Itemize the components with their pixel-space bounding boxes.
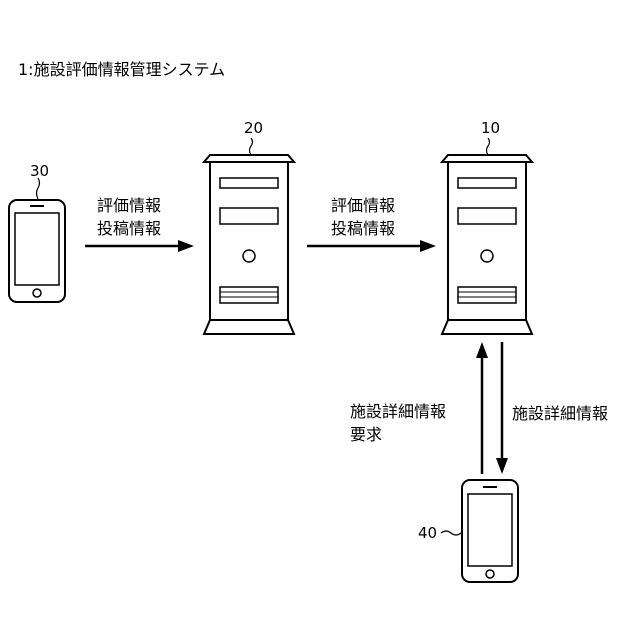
server-10-drive-2	[458, 208, 516, 224]
server-10-top	[442, 155, 532, 162]
server-20-vent	[220, 287, 278, 303]
label-10-40: 施設詳細情報	[512, 403, 608, 425]
server-20-top	[204, 155, 294, 162]
arrow-30-to-20-head	[178, 240, 194, 252]
label-40-10-line-2: 要求	[350, 424, 382, 446]
server-20	[204, 155, 294, 334]
server-20-drive-1	[220, 178, 278, 188]
leader-line-20	[250, 138, 253, 155]
ref-40: 40	[418, 524, 437, 542]
leader-line-30	[37, 178, 40, 199]
arrow-20-to-10-head	[420, 240, 436, 252]
server-10-vent	[458, 287, 516, 303]
ref-20: 20	[244, 119, 263, 137]
label-20-10-line-1: 評価情報	[331, 195, 395, 217]
server-10-power-button	[481, 250, 493, 262]
leader-line-40	[441, 531, 461, 535]
smartphone-30	[9, 200, 65, 302]
server-20-drive-2	[220, 208, 278, 224]
label-20-10-line-2: 投稿情報	[331, 218, 395, 240]
ref-10: 10	[481, 119, 500, 137]
label-30-20-line-1: 評価情報	[97, 195, 161, 217]
smartphone-home-button	[33, 289, 41, 297]
server-20-base	[204, 320, 294, 334]
arrow-10-to-40-head	[496, 458, 508, 474]
smartphone-40	[462, 480, 518, 582]
server-10	[442, 155, 532, 334]
smartphone-40-home-button	[486, 570, 494, 578]
smartphone-screen	[15, 213, 59, 285]
arrow-40-to-10-head	[476, 342, 488, 358]
server-10-drive-1	[458, 178, 516, 188]
server-10-base	[442, 320, 532, 334]
smartphone-40-screen	[468, 494, 512, 566]
ref-30: 30	[30, 162, 49, 180]
label-30-20-line-2: 投稿情報	[97, 218, 161, 240]
label-40-10-line-1: 施設詳細情報	[350, 401, 446, 423]
server-20-power-button	[243, 250, 255, 262]
leader-line-10	[487, 138, 490, 155]
